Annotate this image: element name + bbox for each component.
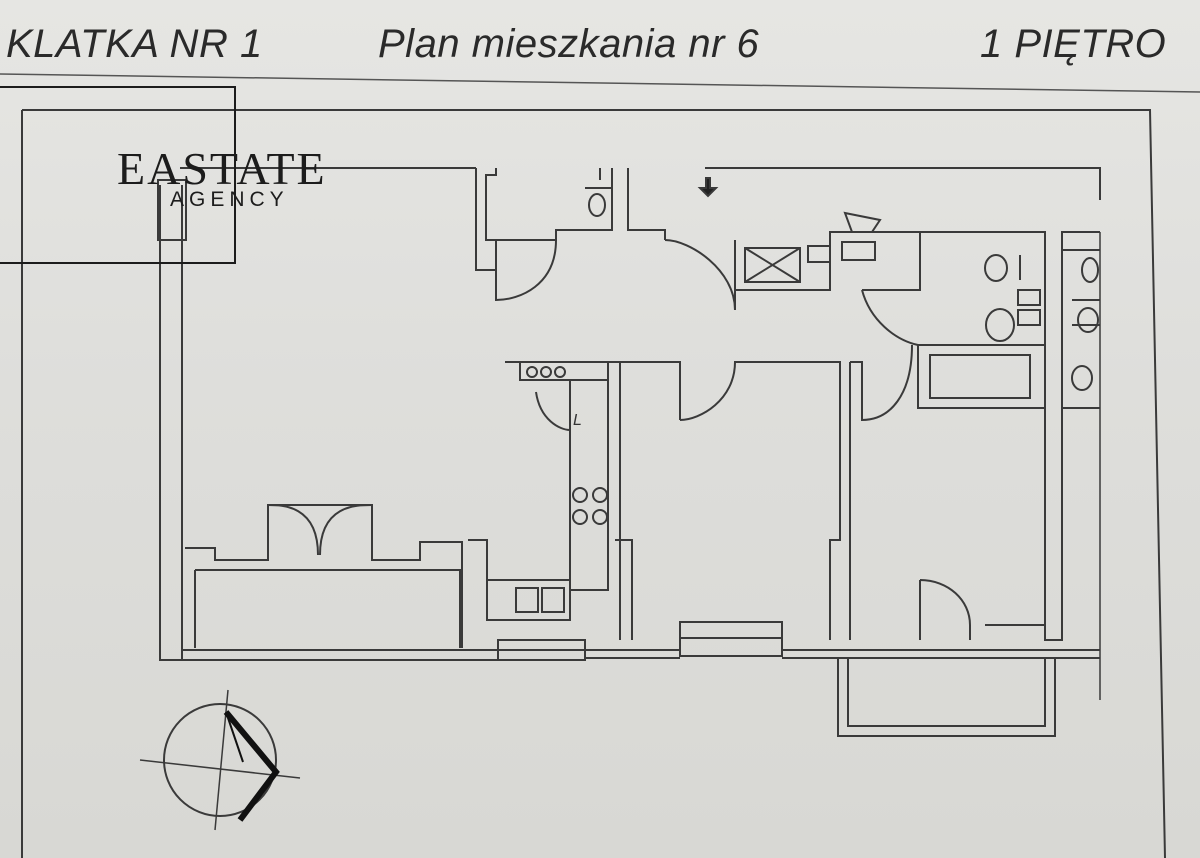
window-bedroom xyxy=(679,621,783,657)
kitchen-counter-side xyxy=(569,380,609,591)
corridor-wall-top-right xyxy=(705,167,1101,200)
shaft-box xyxy=(744,247,801,283)
bathroom-door-swing xyxy=(861,289,919,346)
exterior-wall-bottom-mid xyxy=(585,649,680,659)
kitchen-door-swing xyxy=(535,391,571,431)
meter-box xyxy=(807,245,831,263)
kitchen-counter-top xyxy=(505,361,609,381)
compass-needle-inner xyxy=(225,711,244,763)
bathroom-walls xyxy=(920,231,1100,641)
wc-wall-right xyxy=(627,168,666,240)
apartment-plan-title: Plan mieszkania nr 6 xyxy=(378,22,760,66)
hob-burner-3 xyxy=(572,509,588,525)
bedroom-wall-left xyxy=(615,539,633,640)
balcony-left xyxy=(194,569,461,648)
window-kitchen xyxy=(497,639,586,661)
right-bedroom-door xyxy=(919,579,971,640)
washing-machine xyxy=(1017,289,1041,326)
vent-element xyxy=(843,211,882,233)
exterior-wall-bottom-right xyxy=(782,649,1100,659)
logo-subtitle: AGENCY xyxy=(170,188,289,211)
entrance-arrow xyxy=(697,177,719,198)
door-swing-left xyxy=(267,504,319,556)
washbasin xyxy=(985,308,1015,342)
door-swing-right xyxy=(319,504,373,556)
logo-name: EASTATE xyxy=(117,143,327,194)
sink-cabinet xyxy=(486,579,571,621)
fridge-knob-1 xyxy=(526,366,538,378)
toilet-wc xyxy=(588,193,606,217)
boiler-box xyxy=(841,241,876,261)
kitchen-wall xyxy=(608,361,681,640)
entry-wall xyxy=(475,168,497,271)
sink-bowl-left xyxy=(515,587,539,613)
fridge-knob-2 xyxy=(540,366,552,378)
neighbor-tub xyxy=(1071,365,1093,391)
neighbor-toilet xyxy=(1081,257,1099,283)
compass-axis-v xyxy=(214,689,229,831)
neighbor-basin xyxy=(1077,307,1099,333)
hob-burner-1 xyxy=(572,487,588,503)
toilet xyxy=(984,254,1008,282)
neighbor-bathroom xyxy=(1062,249,1100,409)
header-rule xyxy=(0,73,1200,93)
wall-column xyxy=(157,179,187,241)
bedroom-walls xyxy=(679,361,841,640)
logo-frame xyxy=(0,86,236,264)
hob-burner-2 xyxy=(592,487,608,503)
agency-logo: EASTATE AGENCY xyxy=(0,86,325,264)
balcony-wall xyxy=(185,504,463,648)
plan-header: KLATKA NR 1 Plan mieszkania nr 6 1 PIĘTR… xyxy=(0,14,1200,74)
exterior-wall-left xyxy=(159,185,183,661)
entry-door-swing xyxy=(495,239,557,302)
compass-circle xyxy=(163,703,277,817)
wc-wall xyxy=(496,168,613,241)
sheet-frame xyxy=(22,109,1166,858)
floor-label: 1 PIĘTRO xyxy=(980,22,1167,66)
kitchen-mark: L xyxy=(573,412,582,429)
right-bedroom-walls xyxy=(849,344,913,640)
compass-needle xyxy=(223,710,280,822)
hob-burner-4 xyxy=(592,509,608,525)
bathtub xyxy=(917,344,1045,409)
utility-wall xyxy=(734,231,921,291)
exterior-wall-bottom-left xyxy=(182,649,500,661)
balcony-right xyxy=(837,658,1056,737)
staircase-label: KLATKA NR 1 xyxy=(6,22,263,66)
fridge-knob-3 xyxy=(554,366,566,378)
kitchen-wall-left xyxy=(468,539,488,580)
sink-bowl-right xyxy=(541,587,565,613)
door-swing-hall xyxy=(664,239,736,311)
